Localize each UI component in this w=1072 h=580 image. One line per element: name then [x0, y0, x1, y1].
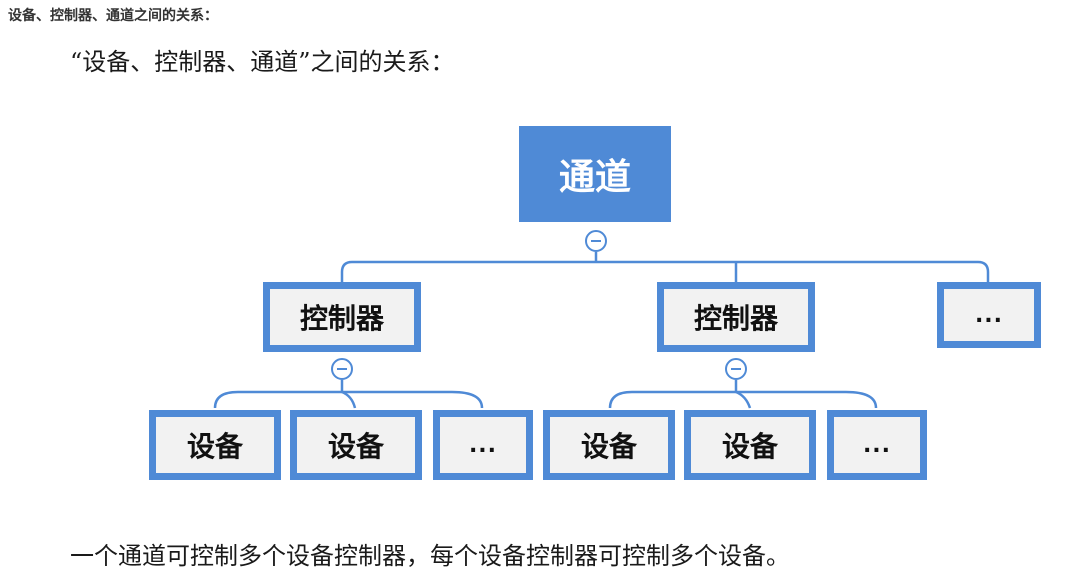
- device-node-1-1: 设备: [149, 410, 281, 480]
- collapse-channel-icon[interactable]: [585, 230, 607, 252]
- summary-sentence: 一个通道可控制多个设备控制器，每个设备控制器可控制多个设备。: [70, 542, 790, 570]
- controller-node-more: ...: [937, 282, 1041, 348]
- page-heading: 设备、控制器、通道之间的关系：: [8, 8, 218, 24]
- collapse-controller-2-icon[interactable]: [725, 358, 747, 380]
- intro-sentence: “设备、控制器、通道”之间的关系：: [70, 48, 455, 76]
- collapse-controller-1-icon[interactable]: [331, 358, 353, 380]
- controller-node-1: 控制器: [263, 282, 421, 352]
- device-node-1-2: 设备: [290, 410, 422, 480]
- controller-node-2: 控制器: [657, 282, 815, 352]
- device-node-2-1: 设备: [543, 410, 675, 480]
- device-node-2-more: ...: [827, 410, 927, 480]
- device-node-2-2: 设备: [684, 410, 816, 480]
- device-node-1-more: ...: [433, 410, 533, 480]
- channel-node: 通道: [519, 126, 671, 222]
